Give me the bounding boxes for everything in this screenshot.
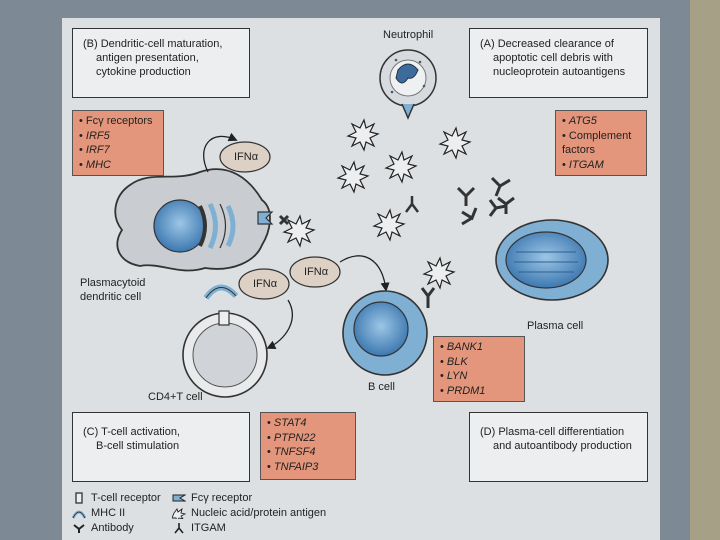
legend-item: T-cell receptor bbox=[72, 492, 161, 504]
panel-b-line1: (B) Dendritic-cell maturation, bbox=[83, 38, 223, 50]
antibodies-group bbox=[456, 176, 515, 226]
panel-c-line2: B-cell stimulation bbox=[96, 440, 180, 452]
panel-a-line2: apoptotic cell debris with bbox=[493, 52, 613, 64]
legend-item: Nucleic acid/protein antigen bbox=[172, 507, 326, 519]
panel-d-line2: and autoantibody production bbox=[493, 440, 632, 452]
antibody-icon bbox=[73, 524, 85, 533]
nucleic-acid-antigens bbox=[282, 118, 472, 290]
bcell-label: B cell bbox=[368, 381, 395, 393]
legend-label: MHC II bbox=[91, 507, 126, 519]
plasma-cell-shape bbox=[495, 219, 609, 301]
gene-box-b: Fcγ receptors IRF5 IRF7 MHC bbox=[72, 110, 164, 176]
pdc-label: Plasmacytoid dendritic cell bbox=[80, 276, 145, 304]
cd4-t-cell-shape bbox=[182, 310, 268, 398]
gene-item: ITGAM bbox=[562, 158, 640, 173]
panel-d: (D) Plasma-cell differentiation and auto… bbox=[469, 412, 648, 482]
gene-item: IRF5 bbox=[79, 129, 157, 144]
legend-label: T-cell receptor bbox=[91, 492, 161, 504]
panel-c-line1: (C) T-cell activation, bbox=[83, 426, 180, 438]
legend-item: Fcγ receptor bbox=[172, 492, 252, 504]
gene-item: ATG5 bbox=[562, 114, 640, 129]
itgam-shape bbox=[405, 196, 419, 213]
mhc-ii-icon bbox=[72, 510, 86, 519]
gene-item: BLK bbox=[440, 355, 518, 370]
neutrophil-label: Neutrophil bbox=[383, 29, 434, 41]
panel-a: (A) Decreased clearance of apoptotic cel… bbox=[469, 28, 648, 98]
gene-item: PRDM1 bbox=[440, 384, 518, 399]
nucleic-acid-icon bbox=[172, 507, 186, 519]
legend-item: ITGAM bbox=[172, 522, 226, 534]
gene-item: MHC bbox=[79, 158, 157, 173]
legend-label: Fcγ receptor bbox=[191, 492, 253, 504]
ifn-label-top: IFNα bbox=[234, 151, 259, 163]
gene-item: Fcγ receptors bbox=[79, 114, 157, 129]
itgam-icon bbox=[174, 523, 184, 534]
b-cell-shape bbox=[342, 287, 436, 376]
panel-d-line1: (D) Plasma-cell differentiation bbox=[480, 426, 625, 438]
gene-item: BANK1 bbox=[440, 340, 518, 355]
dendritic-cell-shape bbox=[114, 168, 274, 272]
legend-label: ITGAM bbox=[191, 522, 226, 534]
ifn-bubble-top bbox=[219, 141, 271, 173]
gene-item: TNFSF4 bbox=[267, 445, 349, 460]
pdc-label-line2: dendritic cell bbox=[80, 291, 142, 303]
plasma-label: Plasma cell bbox=[527, 320, 584, 332]
gene-item: IRF7 bbox=[79, 143, 157, 158]
ifn-bubble-mid bbox=[289, 256, 341, 288]
gene-box-c: STAT4 PTPN22 TNFSF4 TNFAIP3 bbox=[260, 412, 356, 480]
ifn-bubble-left bbox=[238, 268, 290, 300]
gene-item: TNFAIP3 bbox=[267, 460, 349, 475]
gene-item: PTPN22 bbox=[267, 431, 349, 446]
fc-receptor-icon bbox=[172, 494, 186, 502]
legend-label: Nucleic acid/protein antigen bbox=[191, 507, 327, 519]
panel-b: (B) Dendritic-cell maturation, antigen p… bbox=[72, 28, 250, 98]
neutrophil-icon bbox=[379, 49, 437, 120]
gene-item: LYN bbox=[440, 369, 518, 384]
panel-b-line2: antigen presentation, bbox=[96, 52, 199, 64]
panel-c: (C) T-cell activation, B-cell stimulatio… bbox=[72, 412, 250, 482]
cd4-label: CD4+T cell bbox=[148, 391, 203, 403]
gene-box-a: ATG5 Complement factors ITGAM bbox=[555, 110, 647, 176]
gene-item: Complement factors bbox=[562, 129, 640, 158]
legend-item: Antibody bbox=[72, 522, 134, 534]
gene-item: STAT4 bbox=[267, 416, 349, 431]
panel-b-line3: cytokine production bbox=[96, 66, 191, 78]
legend-label: Antibody bbox=[91, 522, 134, 534]
t-cell-receptor-icon bbox=[75, 492, 83, 504]
ifn-label-left: IFNα bbox=[253, 278, 278, 290]
gene-box-bcell: BANK1 BLK LYN PRDM1 bbox=[433, 336, 525, 402]
ifn-label-mid: IFNα bbox=[304, 266, 329, 278]
panel-a-line3: nucleoprotein autoantigens bbox=[493, 66, 626, 78]
legend-item: MHC II bbox=[72, 507, 125, 519]
pdc-label-line1: Plasmacytoid bbox=[80, 277, 146, 289]
panel-a-line1: (A) Decreased clearance of bbox=[480, 38, 614, 50]
